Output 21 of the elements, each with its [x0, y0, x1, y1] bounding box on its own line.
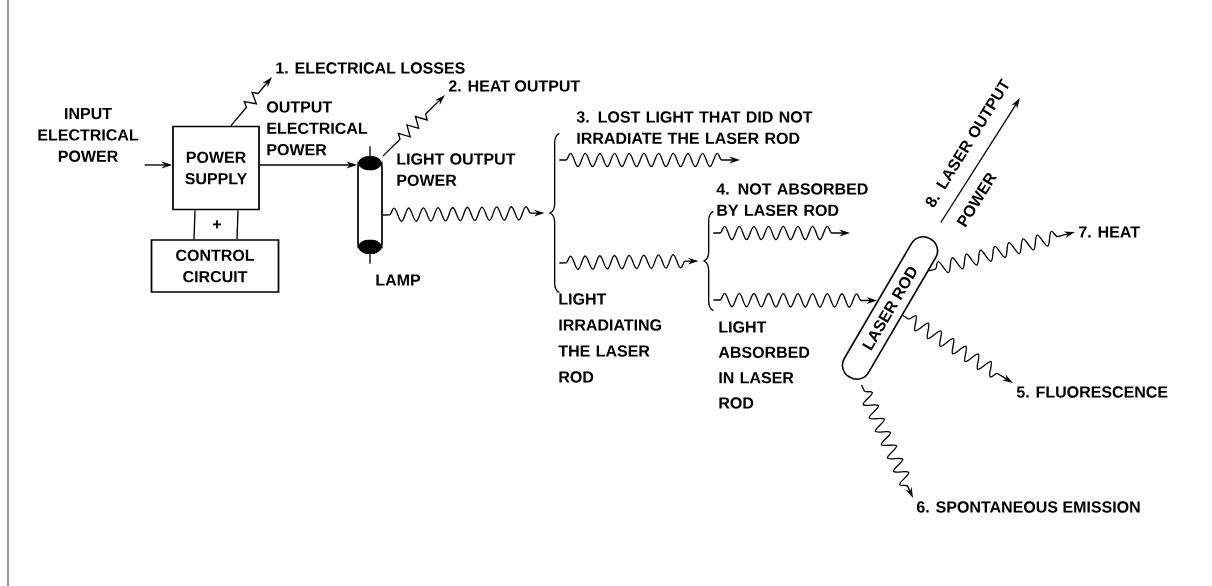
plus-sign: + [213, 220, 222, 229]
edge-label: OUTPUT ELECTRICAL POWER [267, 101, 368, 156]
curly-brace [549, 132, 560, 294]
curly-brace [703, 210, 714, 312]
input-label: INPUT ELECTRICAL POWER [38, 108, 139, 162]
lamp-drawing [357, 145, 383, 265]
loss-label: 7. HEAT [1079, 226, 1140, 238]
edge-label: LIGHT IRRADIATING THE LASER ROD [558, 293, 662, 383]
loss-label: 1. ELECTRICAL LOSSES [276, 62, 465, 74]
edge-label: 3. LOST LIGHT THAT DID NOT IRRADIATE THE LASER ROD [576, 111, 813, 144]
power-supply-box: POWER SUPPLY [172, 125, 260, 211]
loss-label: 2. HEAT OUTPUT [448, 80, 580, 92]
edge-label: LIGHT OUTPUT POWER [397, 153, 516, 186]
edge-label: LIGHT ABSORBED IN LASER ROD [718, 321, 810, 409]
lamp-label: LAMP [376, 274, 421, 286]
loss-label: 5. FLUORESCENCE [1016, 386, 1168, 398]
loss-label: 6. SPONTANEOUS EMISSION [916, 501, 1140, 513]
edge-label: 4. NOT ABSORBED BY LASER ROD [716, 183, 868, 216]
double-line [193, 209, 239, 240]
lightning-arrow [382, 95, 445, 157]
control-circuit-box: CONTROL CIRCUIT [150, 239, 280, 293]
